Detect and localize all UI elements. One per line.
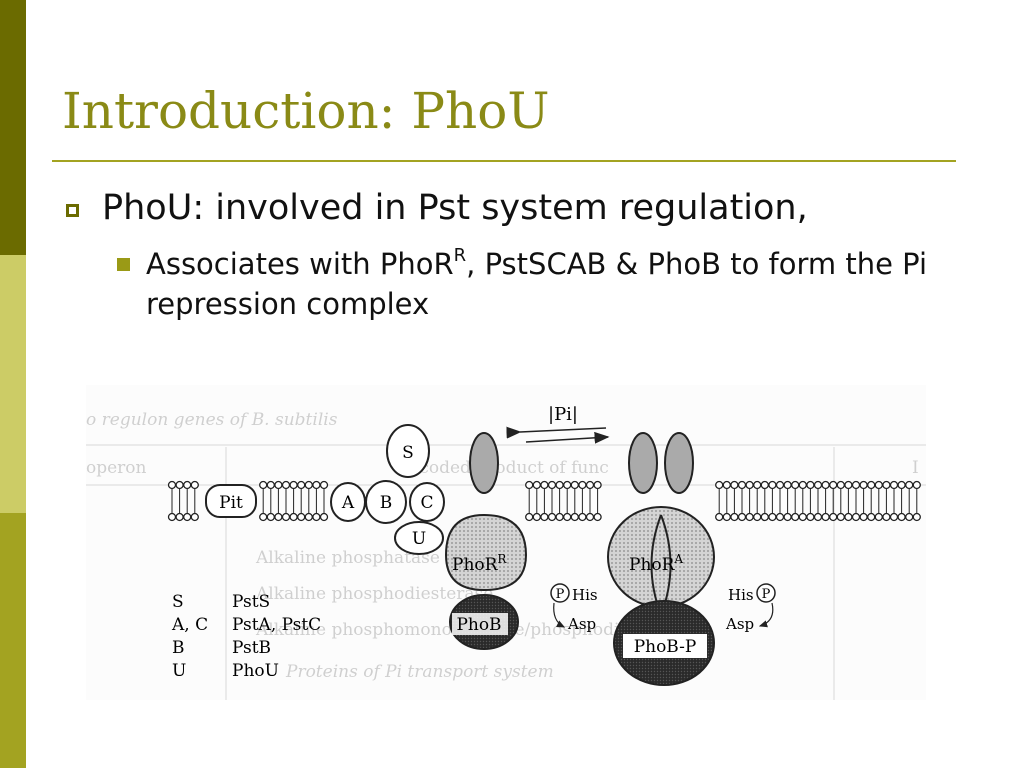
legend-key-2: B	[172, 638, 185, 658]
asp-right-label: Asp	[725, 615, 754, 633]
side-bar-middle-segment	[0, 255, 26, 513]
phor-r-label: PhoRR	[452, 552, 507, 575]
sub-bullet-sup: R	[453, 245, 467, 267]
legend-key-1: A, C	[171, 615, 208, 635]
phor-a-sup: A	[673, 552, 683, 566]
bullet-text: PhoU: involved in Pst system regulation,	[102, 188, 808, 228]
table-row-0: Alkaline phosphatase	[255, 548, 440, 568]
legend-value-3: PhoU	[232, 661, 279, 681]
his-right-label: His	[728, 586, 754, 604]
title-underline	[52, 160, 956, 162]
pi-label: |Pi|	[548, 404, 578, 425]
pst-c-label: C	[420, 493, 433, 513]
legend-value-0: PstS	[232, 592, 270, 612]
asp-left-label: Asp	[567, 615, 596, 633]
table-row-1: Alkaline phosphodiesterase	[255, 584, 493, 604]
sub-bullet-post: , PstSCAB & PhoB to form the Pi repressi…	[146, 247, 928, 321]
phospho-left-p: P	[556, 587, 565, 602]
filled-square-bullet-icon	[117, 258, 130, 271]
side-bar-top-segment	[0, 0, 26, 255]
slide-side-bar	[0, 0, 26, 768]
background-table: o regulon genes of B. subtilis operon En…	[86, 385, 926, 700]
phosphotransfer-left: P His Asp	[550, 583, 598, 633]
pi-exchange-arrows: |Pi|	[506, 404, 610, 444]
phosphotransfer-right: P His Asp	[725, 583, 776, 633]
pst-a-label: A	[341, 493, 355, 513]
phou-label: U	[412, 529, 426, 549]
membrane-bilayer	[167, 480, 921, 522]
phor-r-text: PhoR	[452, 555, 499, 575]
pst-complex: S A C B U	[330, 424, 445, 555]
hollow-square-bullet-icon	[66, 204, 79, 217]
phospho-right-p: P	[762, 587, 771, 602]
legend-key-3: U	[172, 661, 186, 681]
sub-bullet-pre: Associates with PhoR	[146, 247, 454, 281]
legend-key-0: S	[172, 592, 184, 612]
phor-a-text: PhoR	[629, 555, 676, 575]
phob-label: PhoB	[456, 615, 501, 635]
table-caption: o regulon genes of B. subtilis	[86, 410, 338, 430]
pst-b-label: B	[380, 493, 393, 513]
legend-value-1: PstA, PstC	[232, 615, 321, 635]
phor-r-sup: R	[497, 552, 507, 566]
table-header-1: Encoded product of func	[396, 458, 609, 478]
figure-legend: S PstS A, C PstA, PstC B PstB U PhoU	[171, 592, 321, 681]
pho-regulon-figure: o regulon genes of B. subtilis operon En…	[86, 385, 926, 700]
side-bar-bottom-segment	[0, 513, 26, 768]
phor-a-label: PhoRA	[629, 552, 683, 575]
slide-title: Introduction: PhoU	[62, 82, 550, 140]
phor-repressed-complex: PhoRR PhoB	[444, 432, 528, 650]
table-header-0: operon	[86, 458, 147, 478]
table-row-3: Proteins of Pi transport system	[285, 662, 554, 682]
pit-label: Pit	[219, 493, 243, 513]
table-header-2: I	[912, 458, 919, 478]
phor-active-complex: PhoRA PhoB-P	[607, 432, 715, 686]
sub-bullet-text: Associates with PhoRR, PstSCAB & PhoB to…	[146, 244, 936, 324]
legend-value-2: PstB	[232, 638, 271, 658]
his-left-label: His	[572, 586, 598, 604]
pst-s-label: S	[402, 443, 414, 463]
pit-transporter: Pit	[205, 484, 257, 518]
phob-p-label: PhoB-P	[634, 637, 697, 657]
